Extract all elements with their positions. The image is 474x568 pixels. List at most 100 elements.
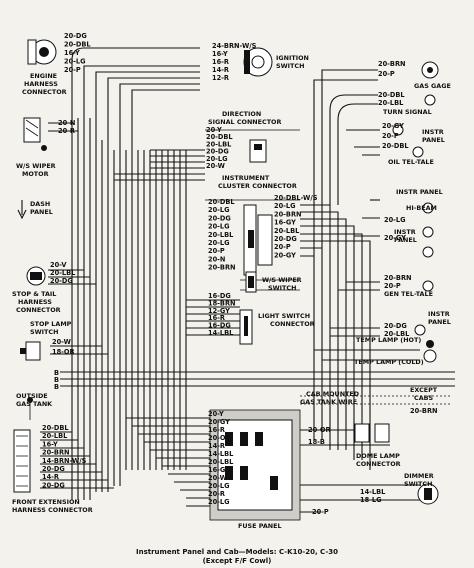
wire-label-dome: 18-B	[308, 438, 325, 446]
wire-label-stop_lamp: 18-OR	[52, 348, 75, 356]
wiper-switch-symbol	[245, 271, 257, 293]
wire-label-ign: 16-Y	[212, 50, 228, 58]
wire-label-instr1: 20-GY	[382, 122, 404, 130]
wire-label-fuse_left: 20-W	[208, 474, 228, 482]
wire-label-light_sw: 18-BRN	[208, 299, 236, 307]
stop-lamp-switch-symbol	[20, 341, 41, 361]
wire-label-ign: 14-R	[212, 66, 229, 74]
wire-label-bus_b: B	[54, 376, 59, 384]
wire-label-wiper_motor: 20-R	[58, 127, 75, 135]
oil-tell-tale-label: OIL TEL-TALE	[388, 158, 434, 166]
wire-label-dimmer: 18-LG	[360, 496, 382, 504]
wire-label-stop_tail: 20-DG	[50, 277, 73, 285]
hi-beam-label: HI-BEAM	[406, 204, 437, 212]
wire-label-cluster_right: 20-P	[274, 243, 291, 251]
wire-labels: 20-DG20-DBL16-Y20-LG20-P24-BRN-W/S16-Y16…	[42, 32, 438, 516]
wire-label-light_sw: 16-R	[208, 314, 225, 322]
wire-label-eh: 20-P	[64, 66, 81, 74]
wiper-motor-symbol	[23, 117, 47, 151]
wire-label-fuse_bottom: 20-P	[312, 508, 329, 516]
wire-label-cluster_right: 16-GY	[274, 219, 296, 227]
wire-label-front_ext: 14-R	[42, 473, 59, 481]
wire-label-stop_lamp: 20-W	[52, 338, 72, 346]
wire-label-fuse_left: 20-GY	[208, 418, 230, 426]
gas-gauge-label: GAS GAGE	[414, 82, 451, 90]
wire-label-front_ext: 16-Y	[42, 440, 58, 448]
temp-hot-label: TEMP LAMP (HOT)	[356, 336, 421, 344]
direction-signal-connector-symbol	[249, 139, 267, 163]
fuse-panel-label: FUSE PANEL	[238, 522, 282, 530]
wire-label-eh: 16-Y	[64, 49, 80, 57]
wire-label-front_ext: 20-BRN	[42, 449, 70, 457]
wire-label-cluster_left: 20-LG	[208, 223, 230, 231]
temp-cold-label: TEMP LAMP (COLD)	[354, 358, 424, 366]
wire-label-dsc: 20-LBL	[206, 140, 232, 148]
turn-signal-bulb	[424, 94, 436, 106]
instrument-cluster-connector-symbol	[243, 204, 273, 276]
light-switch-connector-symbol	[239, 309, 253, 345]
turn-signal-label: TURN SIGNAL	[383, 108, 432, 116]
wire-harness	[40, 47, 455, 513]
wire-label-dsc: 20-Y	[206, 126, 222, 134]
wire-label-bus_b: B	[54, 383, 59, 391]
wire-label-cluster_left: 20-BRN	[208, 264, 236, 272]
wire-label-hibeam: 20-LG	[384, 216, 406, 224]
wire-label-fuse_left: 20-LG	[208, 498, 230, 506]
wire-label-fuse_left: 20-LG	[208, 482, 230, 490]
wire-label-eh: 20-LG	[64, 58, 86, 66]
instr-panel-2-label: INSTR PANEL	[396, 188, 443, 196]
wire-label-eh: 20-DG	[64, 32, 87, 40]
wire-label-front_ext: 20-DBL	[42, 424, 69, 432]
fuse-panel-symbol	[209, 409, 301, 521]
dome-lamp-connector-symbol	[354, 423, 390, 443]
wire-label-gen: 20-BRN	[384, 274, 412, 282]
wire-label-cluster_left: 20-LBL	[208, 231, 234, 239]
wire-label-fuse_left: 14-LBL	[208, 450, 234, 458]
wire-label-turn: 20-LBL	[378, 99, 404, 107]
wire-label-dsc: 20-W	[206, 162, 226, 170]
wire-label-cluster_right: 20-BRN	[274, 210, 302, 218]
outside-gas-tank-symbol	[27, 397, 33, 420]
wire-label-front_ext: 20-LBL	[42, 432, 68, 440]
wire-label-gen: 20-P	[384, 282, 401, 290]
wire-label-front_ext: 14-BRN-W/S	[42, 457, 87, 465]
wire-label-fuse_left: 20-LBL	[208, 458, 234, 466]
instr-panel-bulbs	[392, 124, 437, 363]
wire-label-instr4: 20-LBL	[384, 330, 410, 338]
wire-label-fuse_left: 16-R	[208, 426, 225, 434]
wire-label-dsc: 20-DBL	[206, 133, 233, 141]
wire-label-bus_b: B	[54, 369, 59, 377]
wire-label-light_sw: 14-LBL	[208, 329, 234, 337]
wire-label-hibeam: 20-GY	[384, 234, 406, 242]
wire-label-stop_tail: 20-V	[50, 261, 67, 269]
wire-label-light_sw: 16-DG	[208, 292, 231, 300]
wire-label-instr1: 20-P	[382, 132, 399, 140]
wire-label-dome: 20-OR	[308, 426, 331, 434]
wire-label-cluster_right: 20-LG	[274, 202, 296, 210]
wire-label-cluster_left: 20-P	[208, 247, 225, 255]
wire-label-stop_tail: 20-LBL	[50, 269, 76, 277]
gas-gauge-symbol	[421, 61, 439, 79]
caption-line-2: (Except F/F Cowl)	[203, 557, 272, 565]
wire-label-cluster_left: 20-DG	[208, 214, 231, 222]
wire-label-cluster_right: 20-LBL	[274, 227, 300, 235]
wire-label-gas: 20-P	[378, 70, 395, 78]
